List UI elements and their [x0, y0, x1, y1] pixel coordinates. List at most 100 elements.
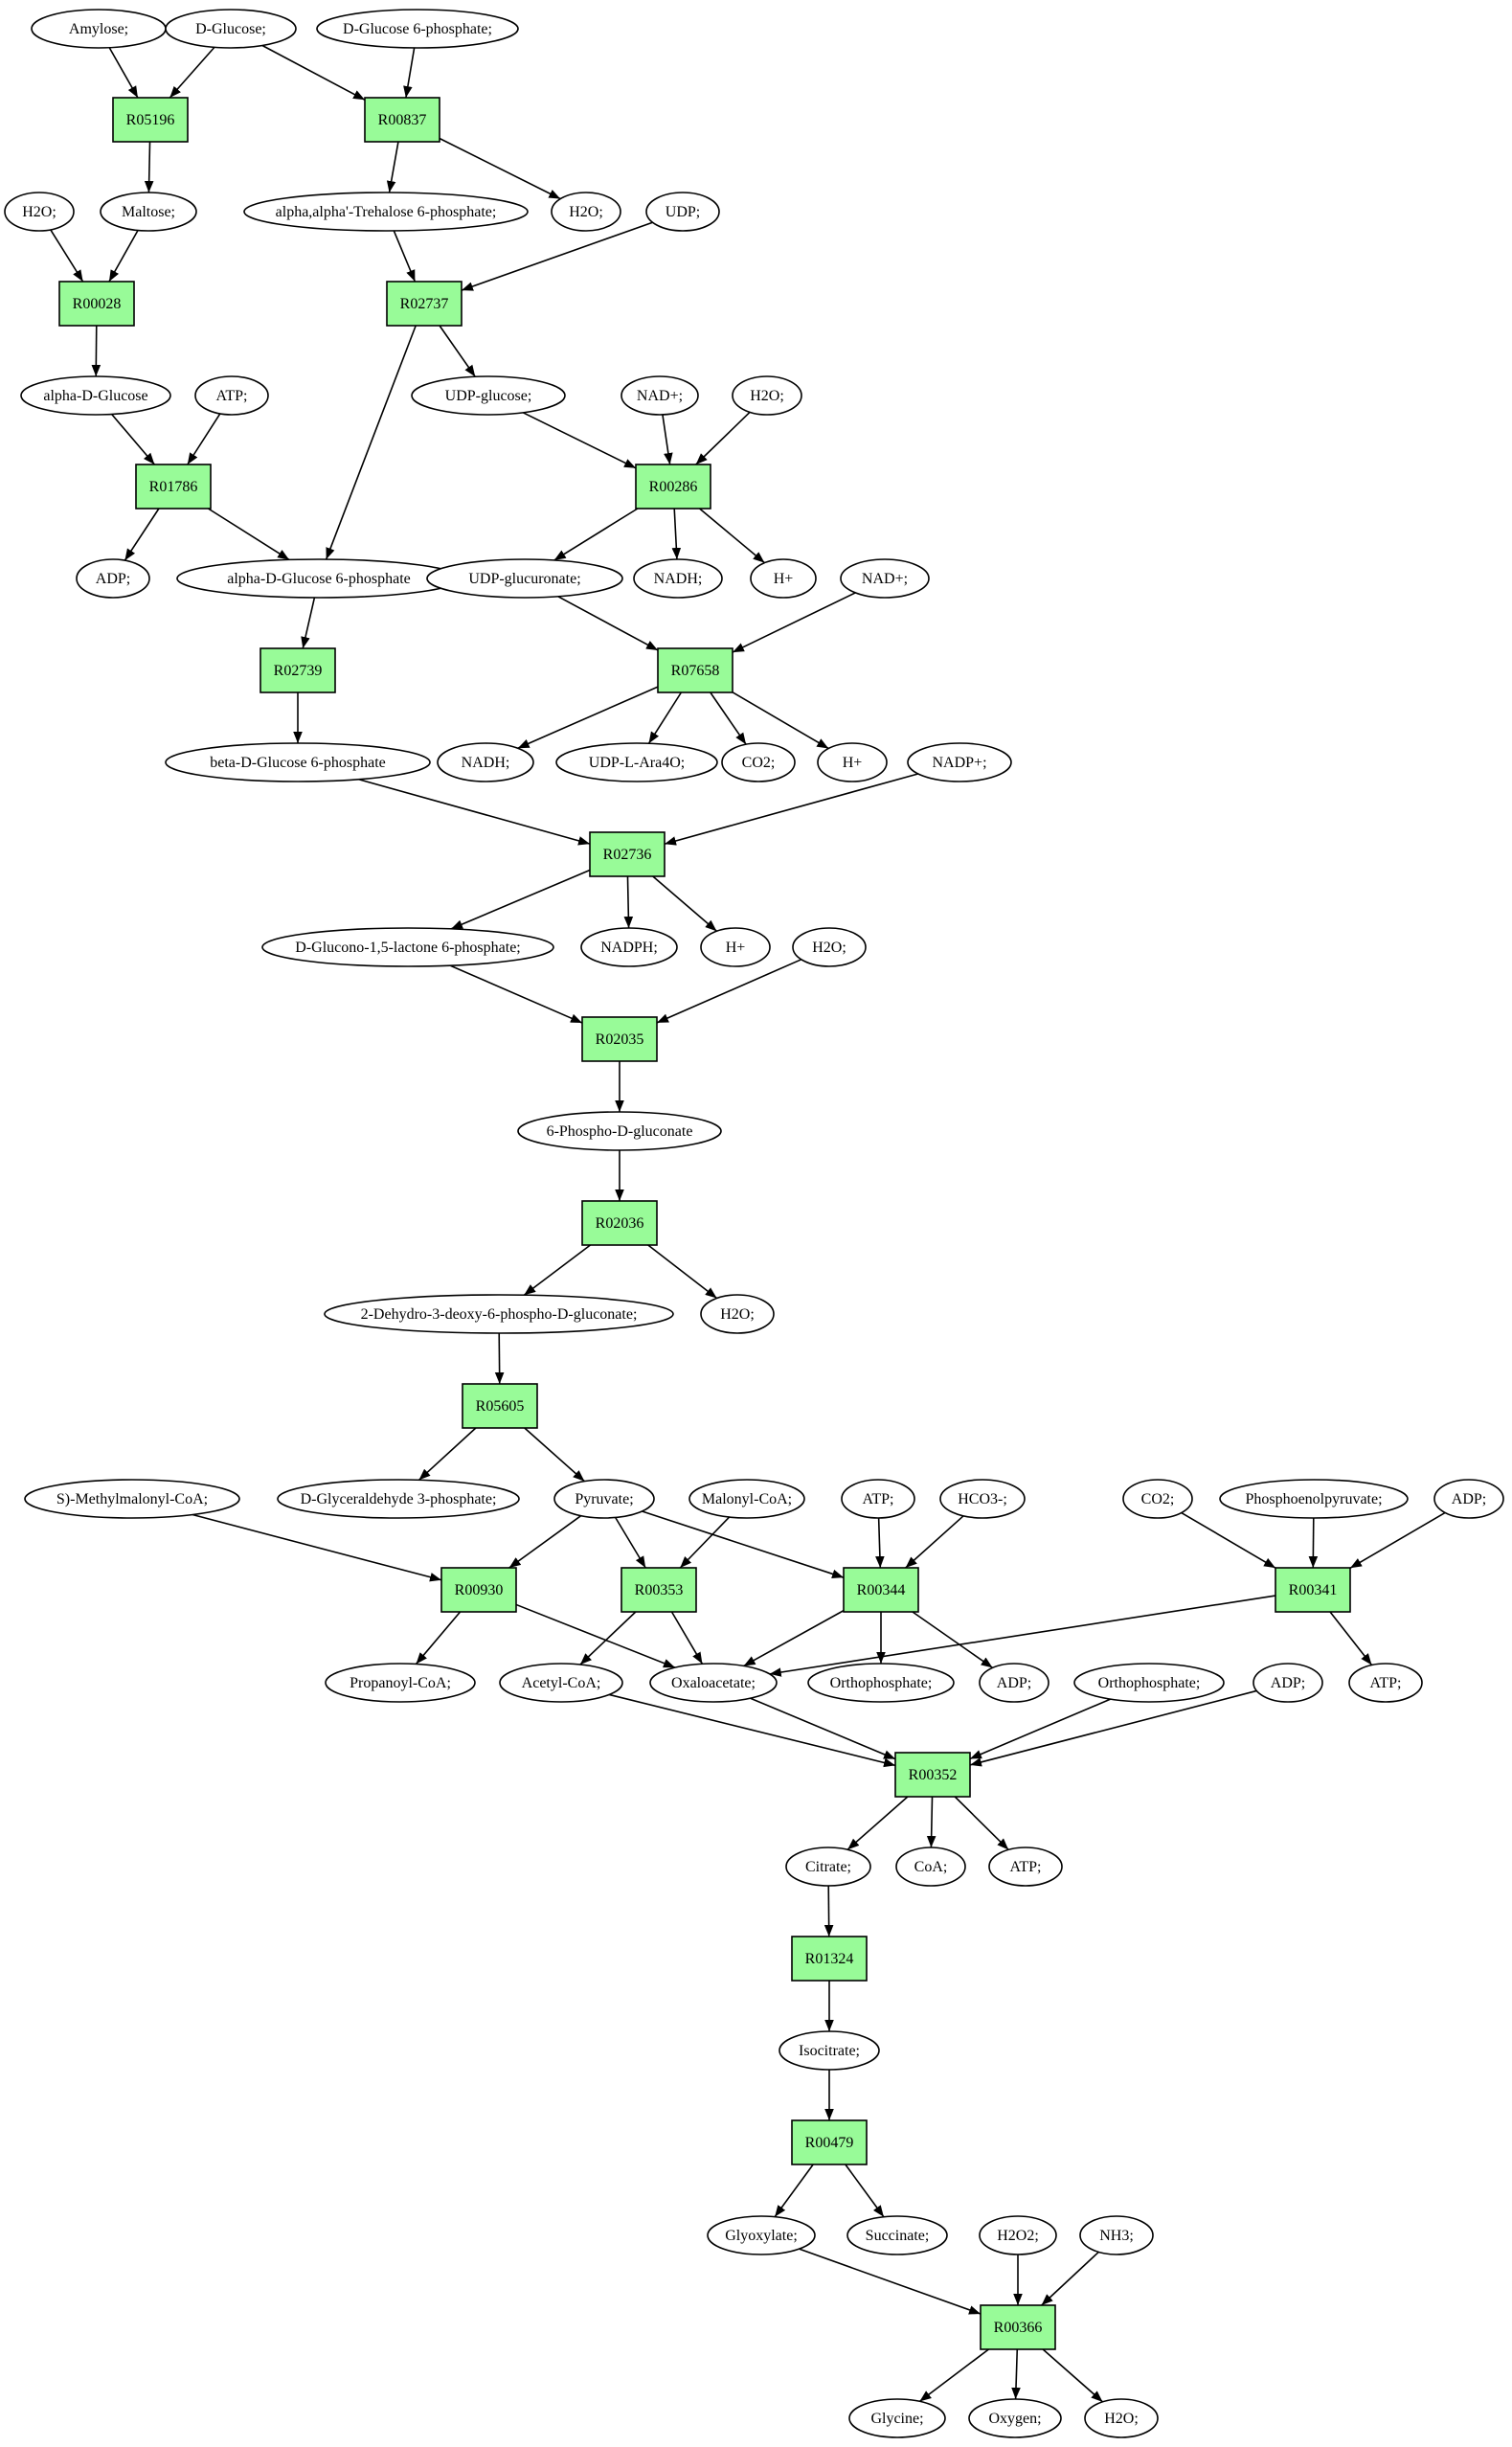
compound-ellipse: [732, 375, 802, 416]
edge-r_R00930-to-e_oxaloacetate: [515, 1603, 676, 1668]
compound-ellipse: [580, 927, 678, 967]
compound-ellipse: [4, 192, 75, 232]
node-label: R00353: [635, 1582, 684, 1598]
compound-node-e_co2_2: CO2;: [1122, 1479, 1193, 1519]
compound-node-e_dg6p: D-Glucose 6-phosphate;: [316, 9, 519, 49]
compound-node-e_udpglucose: UDP-glucose;: [411, 375, 566, 416]
compound-ellipse: [840, 558, 930, 599]
compound-node-e_udp: UDP;: [645, 192, 720, 232]
compound-ellipse: [194, 375, 269, 416]
compound-ellipse: [1219, 1479, 1409, 1519]
compound-node-e_adp_3: ADP;: [979, 1663, 1049, 1703]
node-label: Amylose;: [69, 21, 128, 37]
compound-node-e_dglucono: D-Glucono-1,5-lactone 6-phosphate;: [261, 927, 554, 967]
node-label: ADP;: [96, 571, 130, 587]
edge-e_adp_2-to-r_R00341: [1349, 1511, 1446, 1569]
compound-node-e_atp_2: ATP;: [841, 1479, 915, 1519]
node-label: CoA;: [914, 1859, 948, 1875]
edge-e_citrate-to-r_R01324: [824, 1885, 834, 1937]
reaction-box: [843, 1567, 919, 1613]
compound-node-e_adp_2: ADP;: [1433, 1479, 1504, 1519]
reaction-node-r_R00344: R00344: [843, 1567, 919, 1613]
node-layer: Amylose;D-Glucose;D-Glucose 6-phosphate;…: [4, 9, 1504, 2438]
compound-node-e_amylose: Amylose;: [31, 9, 167, 49]
node-label: H+: [843, 755, 863, 771]
node-label: H2O;: [750, 388, 784, 404]
compound-node-e_h2o_5: H2O;: [700, 1294, 775, 1334]
edge-r_R05605-to-e_pyruvate: [524, 1427, 585, 1483]
reaction-box: [112, 97, 189, 143]
compound-ellipse: [261, 927, 554, 967]
node-label: R02737: [400, 296, 449, 312]
compound-ellipse: [100, 192, 197, 232]
edge-r_R00352-to-e_atp_4: [954, 1796, 1009, 1850]
compound-ellipse: [621, 375, 699, 416]
compound-ellipse: [700, 927, 771, 967]
edge-r_R00352-to-e_coa: [926, 1796, 937, 1848]
compound-node-e_h2o_2: H2O;: [551, 192, 621, 232]
node-label: 6-Phospho-D-gluconate: [547, 1123, 693, 1140]
edge-r_R05605-to-e_dglyceraldehyde: [417, 1427, 477, 1481]
edge-e_smethylmalonyl-to-r_R00930: [192, 1513, 442, 1582]
node-label: Isocitrate;: [799, 2043, 860, 2059]
compound-ellipse: [165, 9, 297, 49]
compound-ellipse: [779, 2030, 880, 2071]
compound-ellipse: [1252, 1663, 1323, 1703]
node-label: Orthophosphate;: [1098, 1675, 1201, 1691]
node-label: R01786: [149, 479, 198, 495]
compound-ellipse: [324, 1294, 674, 1334]
compound-node-e_nad_1: NAD+;: [621, 375, 699, 416]
edge-e_pyruvate-to-r_R00344: [642, 1510, 845, 1578]
compound-node-e_smethylmalonyl: S)-Methylmalonyl-CoA;: [24, 1479, 240, 1519]
node-label: R00837: [378, 112, 427, 128]
reaction-box: [894, 1752, 971, 1798]
node-label: ATP;: [863, 1491, 894, 1507]
reaction-box: [791, 1936, 868, 1982]
compound-ellipse: [633, 558, 723, 599]
node-label: H2O;: [720, 1306, 755, 1323]
compound-node-e_propanoylcoa: Propanoyl-CoA;: [325, 1663, 476, 1703]
node-label: R02739: [274, 663, 323, 679]
compound-ellipse: [551, 192, 621, 232]
edge-r_R01786-to-e_alphadg6p: [207, 508, 290, 561]
reaction-box: [581, 1200, 658, 1246]
compound-ellipse: [846, 2215, 948, 2255]
compound-ellipse: [325, 1663, 476, 1703]
compound-ellipse: [426, 558, 623, 599]
node-label: R00344: [857, 1582, 906, 1598]
compound-ellipse: [968, 2398, 1062, 2438]
reaction-node-r_R05196: R05196: [112, 97, 189, 143]
compound-node-e_nh3: NH3;: [1079, 2215, 1154, 2255]
edge-r_R07658-to-e_co2_1: [710, 691, 747, 745]
node-label: NADH;: [462, 755, 510, 771]
compound-node-e_hplus_3: H+: [700, 927, 771, 967]
node-label: NADPH;: [600, 940, 658, 956]
node-label: Acetyl-CoA;: [522, 1675, 601, 1691]
node-label: H2O;: [569, 204, 603, 220]
node-label: ADP;: [1271, 1675, 1305, 1691]
reaction-node-r_R00286: R00286: [635, 464, 711, 510]
edge-r_R00479-to-e_succinate: [845, 2164, 885, 2218]
compound-node-e_udpglucuronate: UDP-glucuronate;: [426, 558, 623, 599]
edge-e_atp_1-to-r_R01786: [187, 413, 221, 465]
node-label: 2-Dehydro-3-deoxy-6-phospho-D-gluconate;: [361, 1306, 638, 1323]
reaction-node-r_R00352: R00352: [894, 1752, 971, 1798]
edge-e_alphadg6p-to-r_R02739: [301, 597, 316, 649]
node-label: R01324: [805, 1951, 854, 1967]
edge-e_h2o_4-to-r_R02035: [656, 959, 802, 1024]
reaction-node-r_R05605: R05605: [462, 1383, 538, 1429]
compound-ellipse: [1084, 2398, 1159, 2438]
node-label: R02736: [603, 847, 652, 863]
node-label: D-Glyceraldehyde 3-phosphate;: [301, 1491, 497, 1507]
compound-node-e_udplara4o: UDP-L-Ara4O;: [555, 742, 718, 782]
node-label: Pyruvate;: [575, 1491, 633, 1507]
compound-ellipse: [907, 742, 1012, 782]
reaction-node-r_R07658: R07658: [657, 647, 733, 693]
compound-node-e_glyoxylate: Glyoxylate;: [707, 2215, 816, 2255]
compound-ellipse: [979, 2215, 1057, 2255]
edge-r_R00286-to-e_nadh_1: [671, 508, 682, 560]
compound-node-e_6phospho: 6-Phospho-D-gluconate: [517, 1111, 722, 1151]
edge-r_R00837-to-e_h2o_2: [439, 137, 561, 200]
node-label: R02036: [596, 1215, 644, 1232]
reaction-box: [980, 2304, 1056, 2350]
